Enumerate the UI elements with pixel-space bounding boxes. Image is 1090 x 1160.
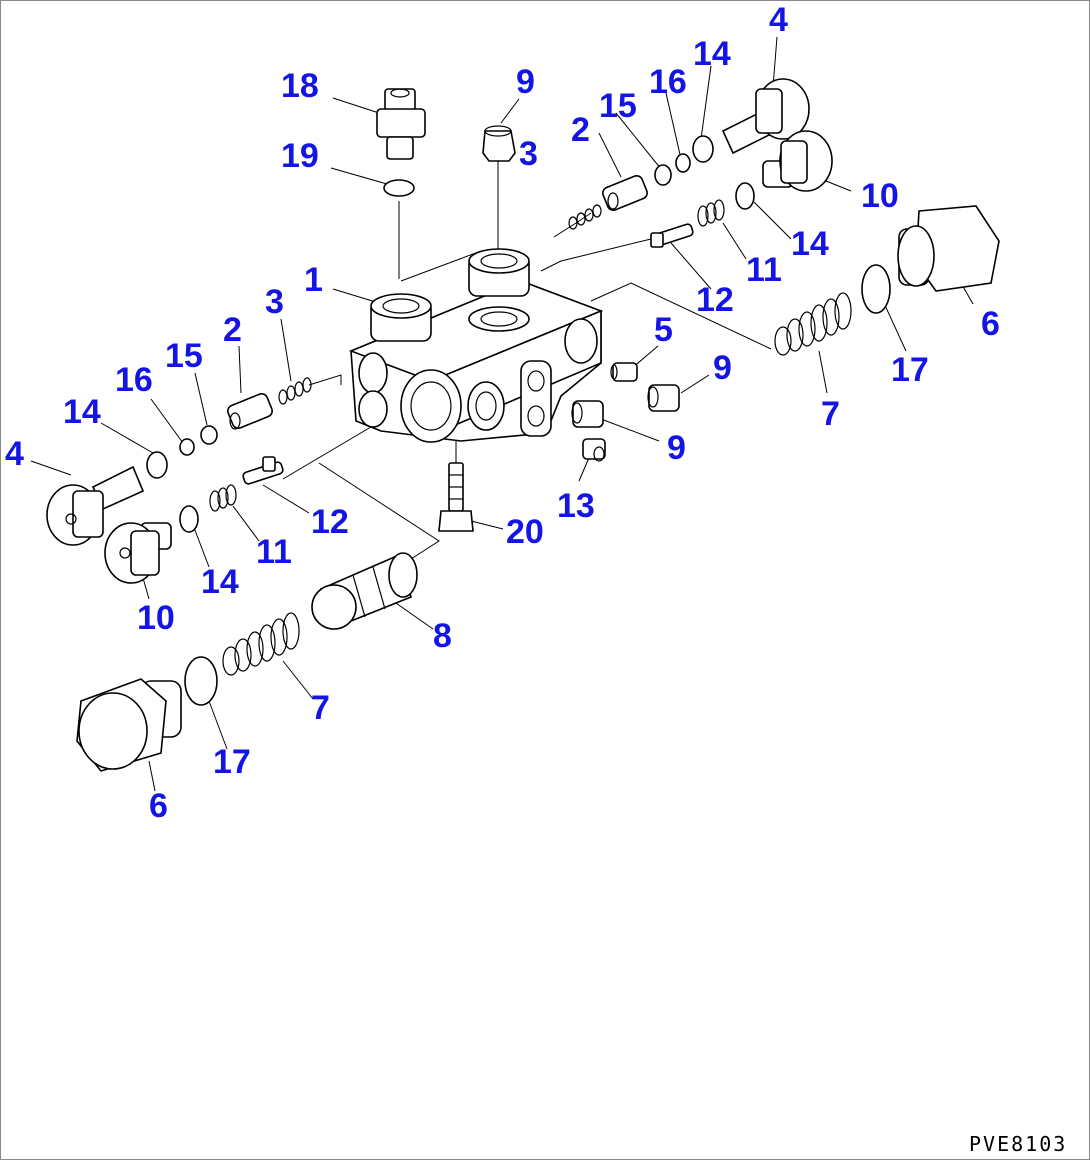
part-17-lower-o-ring — [184, 656, 218, 706]
part-12-lower-pin — [242, 456, 284, 485]
callout-12-lower: 12 — [311, 503, 349, 541]
callout-1: 1 — [304, 261, 323, 299]
callout-12-upper: 12 — [696, 281, 734, 319]
part-10-upper-valve — [762, 130, 833, 192]
part-9-top-orifice — [482, 125, 516, 162]
callout-14-upper-b: 14 — [791, 225, 829, 263]
callout-5: 5 — [654, 311, 673, 349]
callout-19: 19 — [281, 137, 319, 175]
callout-10-upper: 10 — [861, 177, 899, 215]
part-11-upper-spring — [697, 199, 725, 227]
callout-20: 20 — [506, 513, 544, 551]
part-9-orifice-a — [647, 384, 680, 412]
part-14-lower-o-ring-b — [179, 505, 199, 533]
part-12-upper-pin — [650, 223, 694, 248]
part-3-lower-spring — [278, 377, 312, 405]
part-15-lower-ring — [200, 425, 218, 445]
valve-body — [348, 248, 604, 443]
part-14-upper-o-ring — [692, 135, 714, 163]
callout-8: 8 — [433, 617, 452, 655]
callout-4-upper: 4 — [769, 1, 788, 39]
part-15-upper-ring — [654, 164, 672, 186]
part-11-lower-spring — [209, 484, 237, 512]
callout-9-lower: 9 — [667, 429, 686, 467]
part-6-upper-plug — [897, 205, 1000, 292]
callout-14-upper: 14 — [693, 35, 731, 73]
callout-18: 18 — [281, 67, 319, 105]
part-16-upper-washer — [675, 153, 691, 173]
part-9-orifice-b — [571, 400, 604, 428]
part-4-upper-valve — [721, 78, 810, 155]
part-19-o-ring — [383, 179, 415, 197]
part-6-lower-plug — [76, 678, 182, 772]
callout-4-lower: 4 — [5, 435, 24, 473]
callout-2-lower: 2 — [223, 311, 242, 349]
callout-15-lower: 15 — [165, 337, 203, 375]
callout-14-lower-b: 14 — [201, 563, 239, 601]
part-10-lower-valve — [104, 522, 172, 584]
part-4-lower-valve — [46, 465, 145, 546]
callout-10-lower: 10 — [137, 599, 175, 637]
assembly-lines — [282, 159, 772, 560]
callout-6-upper: 6 — [981, 305, 1000, 343]
part-20-bolt — [438, 462, 474, 532]
callout-7-upper: 7 — [821, 395, 840, 433]
drawing-code: PVE8103 — [969, 1132, 1067, 1156]
callout-7-lower: 7 — [311, 689, 330, 727]
callout-2-upper: 2 — [571, 111, 590, 149]
callout-13: 13 — [557, 487, 595, 525]
part-3-upper-spring — [568, 204, 602, 230]
part-18-plug — [376, 88, 426, 160]
callout-9-top: 9 — [516, 63, 535, 101]
callout-15-upper: 15 — [599, 87, 637, 125]
part-8-spool — [311, 552, 418, 630]
part-5-fitting — [610, 362, 638, 382]
callout-17-lower: 17 — [213, 743, 251, 781]
part-13-plug — [582, 438, 606, 462]
part-14-upper-o-ring-b — [735, 182, 755, 210]
callout-14-lower: 14 — [63, 393, 101, 431]
part-14-lower-o-ring — [146, 451, 168, 479]
part-17-upper-o-ring — [861, 264, 891, 314]
callout-16-lower: 16 — [115, 361, 153, 399]
part-2-upper-poppet — [602, 175, 648, 211]
callout-17-upper: 17 — [891, 351, 929, 389]
callout-6-lower: 6 — [149, 787, 168, 825]
part-16-lower-washer — [179, 438, 195, 456]
callout-3-upper: 3 — [519, 135, 538, 173]
callout-11-upper: 11 — [746, 251, 782, 289]
part-7-lower-spring — [222, 612, 300, 676]
part-7-upper-spring — [774, 292, 852, 356]
callout-16-upper: 16 — [649, 63, 687, 101]
callout-9-right: 9 — [713, 349, 732, 387]
callout-3-lower: 3 — [265, 283, 284, 321]
callout-labels: 18 19 9 3 2 15 16 14 4 10 14 11 12 6 17 … — [5, 1, 1000, 825]
part-2-lower-poppet — [227, 393, 273, 430]
callout-11-lower: 11 — [256, 533, 292, 571]
leader-lines — [30, 36, 974, 792]
